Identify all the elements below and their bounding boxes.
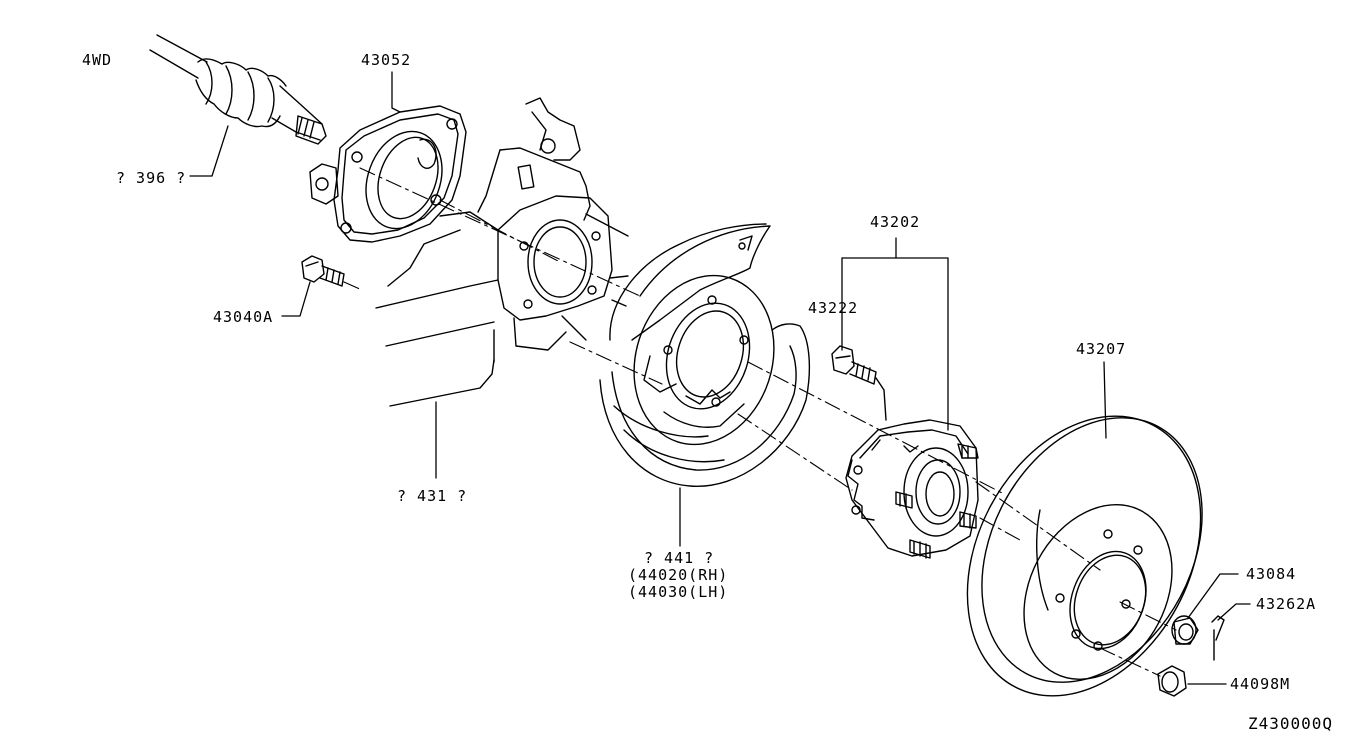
callout-43207: 43207 [1076, 340, 1127, 358]
variant-note-4wd: 4WD [82, 51, 113, 69]
wheel-nut [1157, 665, 1187, 697]
brake-rotor [966, 415, 1203, 697]
callout-441: ? 441 ? [644, 549, 715, 567]
center-lines [343, 167, 1177, 677]
axle-knuckle [375, 97, 629, 407]
callout-43222: 43222 [808, 299, 859, 317]
cotter-pin [1211, 615, 1225, 661]
callout-43040a: 43040A [213, 308, 274, 326]
drive-shaft [149, 34, 327, 145]
callout-44020-rh: (44020(RH) [628, 566, 729, 584]
hub-bearing [845, 419, 979, 559]
callout-43052: 43052 [361, 51, 412, 69]
bolt-43040a [301, 255, 345, 287]
housing-plate [309, 105, 467, 243]
callout-44030-lh: (44030(LH) [628, 583, 729, 601]
leader-lines [189, 71, 1251, 685]
callout-43262a: 43262A [1256, 595, 1317, 613]
callout-43084: 43084 [1246, 565, 1297, 583]
dust-shield [599, 223, 811, 487]
axle-nut [1171, 615, 1199, 645]
callout-43202: 43202 [870, 213, 921, 231]
hub-bolt-43222 [831, 345, 887, 421]
callout-431: ? 431 ? [397, 487, 468, 505]
callout-396: ? 396 ? [116, 169, 187, 187]
callout-44098m: 44098M [1230, 675, 1291, 693]
drawing-code: Z430000Q [1248, 714, 1334, 733]
